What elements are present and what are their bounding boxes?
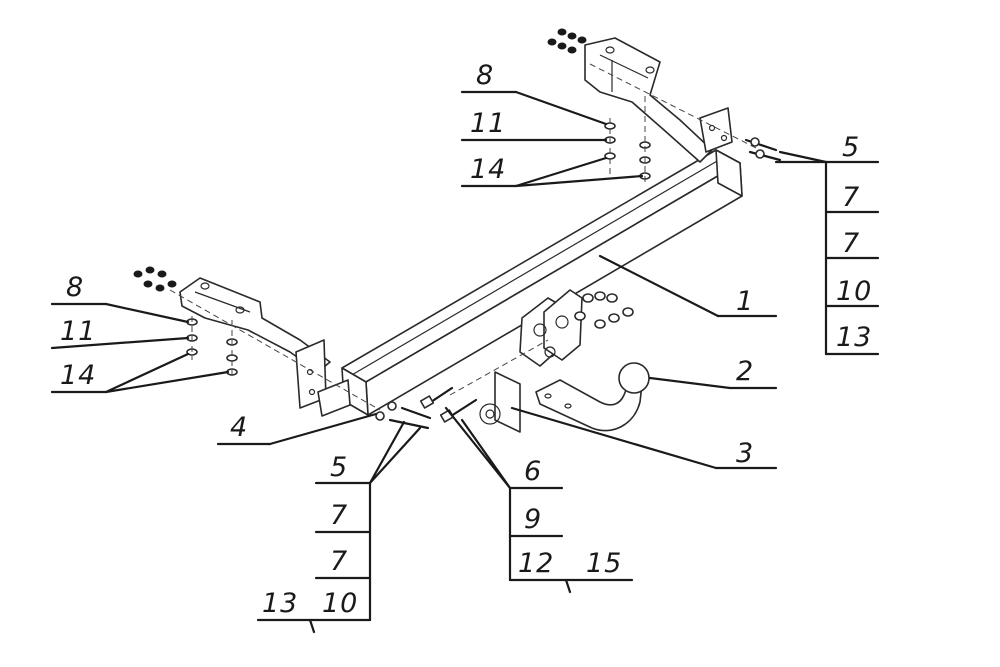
bottom-stack-label: 7 xyxy=(330,546,349,577)
callout-4: 4 xyxy=(230,412,249,443)
left-stack-label: 8 xyxy=(66,272,85,303)
right-stack-label: 5 xyxy=(842,132,861,163)
nut-cluster-top xyxy=(547,28,587,54)
bottom-stack-label: 5 xyxy=(330,452,349,483)
bottom-stack-extra-label: 13 xyxy=(262,588,299,619)
mid-stack-label: 12 xyxy=(518,548,555,579)
right-end-bolts xyxy=(744,137,782,162)
washers-left xyxy=(186,316,238,380)
right-stack-label: 7 xyxy=(842,182,861,213)
socket-plate xyxy=(479,371,521,433)
callout-3: 3 xyxy=(736,438,755,469)
top-stack-label: 8 xyxy=(476,60,495,91)
left-end-bolts xyxy=(375,401,432,430)
left-stack-label: 14 xyxy=(60,360,97,391)
right-side-bracket xyxy=(584,37,733,163)
bottom-stack-label: 7 xyxy=(330,500,349,531)
mid-stack-extra-label: 15 xyxy=(586,548,623,579)
top-stack-label: 11 xyxy=(470,108,507,139)
leader-lines xyxy=(50,90,880,634)
crossbar-beam xyxy=(341,149,743,416)
nut-cluster-center xyxy=(574,291,634,329)
right-stack-label: 7 xyxy=(842,228,861,259)
right-stack-label: 10 xyxy=(836,276,873,307)
left-stack-label: 11 xyxy=(60,316,97,347)
washers-top xyxy=(604,96,651,186)
nut-cluster-left xyxy=(133,266,177,292)
callout-2: 2 xyxy=(736,356,755,387)
left-side-bracket xyxy=(179,277,351,417)
mid-stack-label: 6 xyxy=(524,456,543,487)
center-mount-bracket xyxy=(519,289,583,367)
right-stack-label: 13 xyxy=(836,322,873,353)
bottom-stack-label: 10 xyxy=(322,588,359,619)
callout-1: 1 xyxy=(736,286,755,317)
mid-stack-label: 9 xyxy=(524,504,543,535)
top-stack-label: 14 xyxy=(470,154,507,185)
